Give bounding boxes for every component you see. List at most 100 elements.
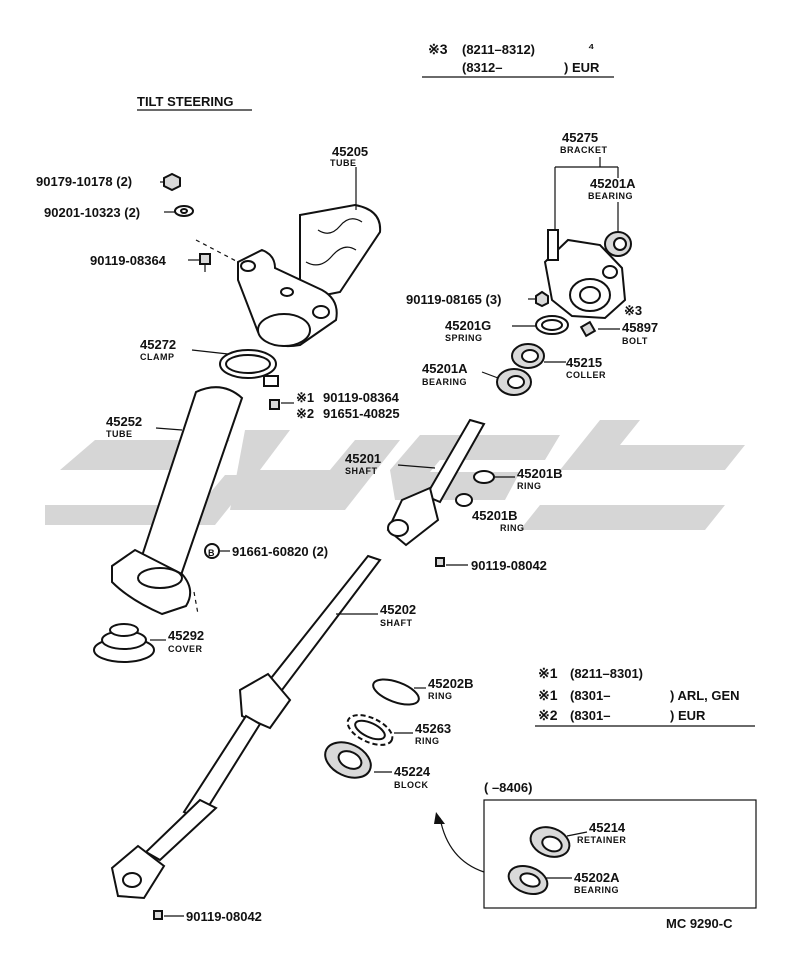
- note-top-range-1: (8211–8312): [462, 42, 535, 57]
- note-mid-mark-2: ※1: [538, 687, 558, 703]
- label-45214-name: RETAINER: [577, 835, 626, 845]
- note-mid-range-3: (8301–: [570, 708, 610, 723]
- bearing-45202A: [507, 864, 549, 896]
- label-45202-name: SHAFT: [380, 618, 413, 628]
- note-top: ※3 (8211–8312) ⁴ (8312– ) EUR: [422, 40, 614, 78]
- spring-45201G: [535, 315, 569, 335]
- note-mid-mark-3: ※2: [538, 707, 558, 723]
- inset-box: [483, 799, 757, 909]
- clamp-45272: [219, 349, 279, 387]
- hw-90119-08364-mid: 90119-08364: [323, 390, 400, 405]
- label-45897-num: 45897: [622, 320, 658, 335]
- label-45263-name: RING: [415, 736, 440, 746]
- shaft-45201: [386, 418, 486, 547]
- label-45292-num: 45292: [168, 628, 204, 643]
- label-45201B-1-name: RING: [517, 481, 542, 491]
- label-45272-num: 45272: [140, 337, 176, 352]
- hw-90179-10178: 90179-10178 (2): [36, 174, 132, 189]
- note-top-range-2: (8312–: [462, 60, 502, 75]
- bracket-45275: [543, 229, 627, 320]
- label-45201A-mid-name: BEARING: [422, 377, 467, 387]
- diagram-title: TILT STEERING: [137, 94, 234, 109]
- label-45897-name: BOLT: [622, 336, 648, 346]
- shaft-45202: [110, 554, 382, 900]
- coller-45215: [511, 343, 545, 369]
- hw-91661-60820: 91661-60820 (2): [232, 544, 328, 559]
- label-45215-name: COLLER: [566, 370, 606, 380]
- nut-icon: [163, 172, 181, 192]
- label-45201G-name: SPRING: [445, 333, 483, 343]
- label-45201A-mid-num: 45201A: [422, 361, 468, 376]
- hw-90119-08042-a: 90119-08042: [471, 558, 547, 573]
- hw-91651-40825: 91651-40825: [323, 406, 400, 421]
- bolt-90119-08042-a: [435, 557, 445, 567]
- ring-45201B-1: [473, 470, 495, 484]
- mark-3-bracket: ※3: [624, 303, 642, 318]
- note-top-mark: ※3: [428, 41, 448, 57]
- ring-45201B-2: [455, 493, 473, 507]
- washer-icon: [174, 205, 194, 217]
- label-45215-num: 45215: [566, 355, 602, 370]
- note-mid: ※1 (8211–8301) ※1 (8301– ) ARL, GEN ※2 (…: [535, 665, 755, 727]
- label-45201A-top-name: BEARING: [588, 191, 633, 201]
- label-45201B-1-num: 45201B: [517, 466, 563, 481]
- inset-arrow: [439, 817, 485, 873]
- label-45202A-name: BEARING: [574, 885, 619, 895]
- cover-45292: [93, 623, 155, 663]
- label-45214-num: 45214: [589, 820, 626, 835]
- bolt-45897: [579, 320, 597, 338]
- bearing-45201A-top: [604, 231, 632, 257]
- label-45263-num: 45263: [415, 721, 451, 736]
- note-mid-mark-1: ※1: [538, 665, 558, 681]
- block-45224: [324, 741, 372, 779]
- hw-b-mark: B: [208, 548, 215, 558]
- inset-arrowhead-icon: [434, 812, 445, 824]
- label-45205-num: 45205: [332, 144, 368, 159]
- hw-mark-2: ※2: [296, 406, 314, 421]
- note-top-extra: ⁴: [588, 40, 594, 55]
- inset-range: ( –8406): [484, 780, 532, 795]
- upper-tube-45205: [237, 203, 382, 348]
- hw-90201-10323: 90201-10323 (2): [44, 205, 140, 220]
- label-45202B-num: 45202B: [428, 676, 474, 691]
- label-45275-name: BRACKET: [560, 145, 608, 155]
- label-45201B-2-num: 45201B: [472, 508, 518, 523]
- label-45275-num: 45275: [562, 130, 598, 145]
- ring-45263: [346, 714, 394, 746]
- label-45205-name: TUBE: [330, 158, 357, 168]
- label-45292-name: COVER: [168, 644, 203, 654]
- label-45201-num: 45201: [345, 451, 381, 466]
- label-45201B-2-name: RING: [500, 523, 525, 533]
- hw-90119-08042-b: 90119-08042: [186, 909, 262, 924]
- label-45252-num: 45252: [106, 414, 142, 429]
- bolt-90119-08042-b: [153, 910, 163, 920]
- label-45201-name: SHAFT: [345, 466, 378, 476]
- label-45224-name: BLOCK: [394, 780, 429, 790]
- diagram-code: MC 9290-C: [666, 916, 733, 931]
- label-45202-num: 45202: [380, 602, 416, 617]
- bearing-45201A-mid: [496, 368, 532, 396]
- note-mid-range-2: (8301–: [570, 688, 610, 703]
- label-45252-name: TUBE: [106, 429, 133, 439]
- hw-90119-08165: 90119-08165 (3): [406, 292, 501, 307]
- note-mid-region-3: ) EUR: [670, 708, 706, 723]
- label-45201G-num: 45201G: [445, 318, 491, 333]
- note-top-region: ) EUR: [564, 60, 600, 75]
- bolt-90119-08165: [535, 290, 549, 308]
- ring-45202B: [372, 678, 420, 706]
- lower-tube-45252: [111, 386, 244, 616]
- note-mid-region-2: ) ARL, GEN: [670, 688, 740, 703]
- label-45224-num: 45224: [394, 764, 431, 779]
- label-45202B-name: RING: [428, 691, 453, 701]
- hw-mark-1: ※1: [296, 390, 314, 405]
- note-mid-range-1: (8211–8301): [570, 666, 643, 681]
- retainer-45214: [529, 826, 571, 858]
- b-circle-icon: B: [204, 543, 220, 559]
- label-45201A-top-num: 45201A: [590, 176, 636, 191]
- bolt-icon: [199, 253, 211, 272]
- label-45272-name: CLAMP: [140, 352, 175, 362]
- bolt-clamp-icon: [269, 399, 280, 410]
- hw-90119-08364-top: 90119-08364: [90, 253, 167, 268]
